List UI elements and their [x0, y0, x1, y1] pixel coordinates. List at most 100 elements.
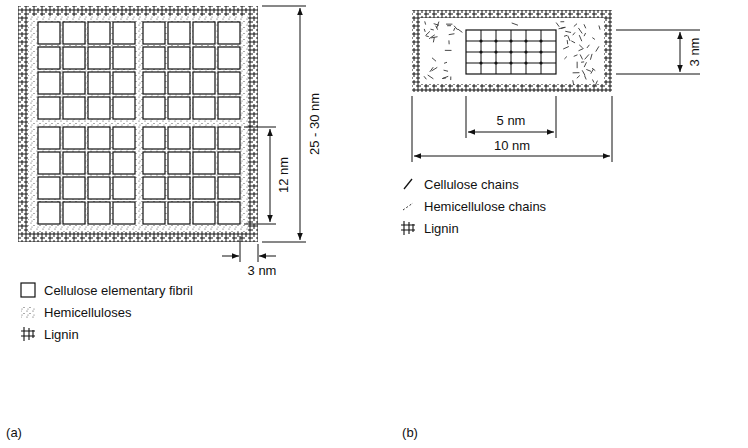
legend-entry: Cellulose elementary fibril [20, 282, 193, 298]
legend-entry: Hemicellulose chains [400, 198, 546, 214]
fibril-square [168, 72, 190, 94]
fibril-square [38, 152, 60, 174]
hemicellulose-chain [564, 35, 567, 37]
hemicellulose-chain [592, 80, 593, 83]
cellulose-chains [466, 30, 556, 74]
fibril-square [113, 47, 135, 69]
fibril-square [63, 22, 85, 44]
chain-node [524, 39, 527, 42]
fibril-square [143, 177, 165, 199]
fibril-square [88, 47, 110, 69]
hemicellulose-chain [595, 81, 598, 87]
hemicellulose-chain [442, 76, 448, 78]
dimension-label: 12 nm [276, 155, 291, 195]
dimensions-a [222, 6, 306, 262]
hemicellulose-chains [424, 21, 600, 86]
fibril-square [38, 127, 60, 149]
fibril-square [88, 127, 110, 149]
fibril-square [143, 202, 165, 224]
hemicellulose-chain [444, 62, 447, 63]
hemicellulose-chain [446, 24, 452, 25]
hemicellulose-chain [432, 58, 436, 61]
chain-node [509, 50, 512, 53]
fibril-square [113, 72, 135, 94]
hemicellulose-layer [28, 16, 248, 232]
hemicellulose-chain [580, 55, 582, 60]
hemicellulose-chain [434, 24, 439, 26]
chain-node [539, 50, 542, 53]
hemicellulose-chain [431, 37, 437, 38]
hemicellulose-chain [577, 62, 578, 68]
fibril-square [113, 152, 135, 174]
fibril-square [168, 47, 190, 69]
fibril-square [38, 97, 60, 119]
hemicellulose-chain [577, 75, 580, 78]
dimension-label: 3 nm [246, 263, 279, 278]
hemicellulose-chain [512, 23, 518, 25]
fibril-square [168, 202, 190, 224]
hemicellulose-chain [579, 48, 584, 50]
fibril-square [218, 177, 240, 199]
hemicellulose-chain [449, 33, 455, 35]
fibril-square [38, 202, 60, 224]
extension-line [244, 127, 276, 224]
hemicellulose-chain [587, 45, 589, 48]
hemicellulose-chain [599, 26, 600, 30]
fibril-square [218, 72, 240, 94]
hemicellulose-chain [579, 45, 582, 48]
hemicellulose-chain [581, 61, 584, 62]
fibril-square [218, 22, 240, 44]
fibril-square [63, 177, 85, 199]
hemicellulose-chain [586, 69, 591, 71]
chain-node [524, 61, 527, 64]
fibril-square [193, 152, 215, 174]
lignin-layer [412, 10, 612, 92]
dimension-line [222, 256, 239, 257]
legend-entry: Hemicelluloses [20, 304, 131, 320]
fibril-square [193, 22, 215, 44]
fibril-square [88, 72, 110, 94]
fibril-square [38, 72, 60, 94]
hemicellulose-chain [573, 72, 580, 73]
fibril-square [63, 202, 85, 224]
hemicellulose-chain [592, 38, 595, 40]
fibril-square [193, 177, 215, 199]
fibril-square [143, 47, 165, 69]
chain-node [479, 39, 482, 42]
fibril-square [168, 97, 190, 119]
fibril-square [168, 22, 190, 44]
dimension-line [468, 132, 554, 133]
legend-text: Cellulose chains [424, 177, 519, 192]
fibril-square [88, 152, 110, 174]
fibril-square [88, 97, 110, 119]
lignin-layer [18, 6, 258, 242]
hemicellulose-chain [590, 54, 592, 60]
hemicellulose-chain [572, 80, 574, 85]
fibril-square [113, 127, 135, 149]
legend-sample [400, 220, 416, 236]
hemicellulose-chain [426, 31, 430, 35]
hemicellulose-chain [563, 46, 569, 49]
dimension-line [300, 8, 301, 240]
legend-sample [20, 326, 36, 342]
fibril-square [143, 97, 165, 119]
hemicellulose-chain [432, 67, 438, 71]
hemicellulose-chain [428, 75, 434, 79]
chain-node [509, 39, 512, 42]
hemicellulose-chain [445, 50, 452, 51]
panel-label: (a) [4, 425, 24, 440]
fibril-square [168, 127, 190, 149]
fibril-square [38, 177, 60, 199]
hemicellulose-chain [454, 26, 458, 30]
fibril-square [218, 127, 240, 149]
hemicellulose-chain [585, 76, 587, 80]
hemicellulose-chain [571, 41, 575, 43]
fibril-square [218, 202, 240, 224]
fibril-square [38, 47, 60, 69]
hemicellulose-chain [584, 33, 586, 36]
fibril-square [113, 97, 135, 119]
hemicellulose-chain [426, 35, 429, 37]
hemicellulose-chain [592, 68, 595, 70]
chain-node [509, 61, 512, 64]
